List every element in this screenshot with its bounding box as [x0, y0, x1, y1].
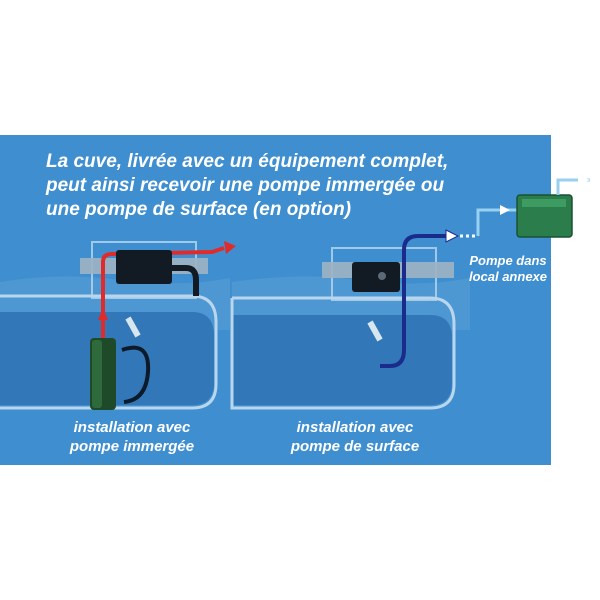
blue-suction-pipe [380, 229, 476, 368]
left-caption: installation avec pompe immergée [62, 418, 202, 456]
right-caption-line-1: installation avec [296, 419, 414, 436]
right-tank-outline [230, 296, 456, 410]
annex-label-line-1: Pompe dans [469, 253, 547, 268]
headline: La cuve, livrée avec un équipement compl… [46, 150, 486, 222]
left-float-icon [125, 316, 141, 338]
headline-line-2: peut ainsi recevoir une pompe immergée o… [46, 175, 445, 196]
left-caption-line-2: pompe immergée [69, 438, 195, 455]
annex-label-line-2: local annexe [468, 269, 548, 284]
outlet-arrow-icon [578, 175, 590, 185]
headline-line-3: une pompe de surface (en option) [46, 199, 352, 220]
right-control-box-icon [352, 262, 400, 292]
right-tank [230, 247, 470, 410]
red-arrow-icon [224, 241, 236, 254]
left-tank-outline [0, 294, 218, 410]
left-caption-line-1: installation avec [73, 419, 191, 436]
right-caption-line-2: pompe de surface [290, 438, 420, 455]
annex-arrow-icon [500, 205, 510, 215]
immersed-pump-icon [90, 338, 116, 410]
right-caption: installation avec pompe de surface [280, 418, 430, 456]
external-pump-icon [476, 175, 590, 238]
right-tank-water [232, 315, 452, 405]
right-float-icon [367, 320, 383, 342]
annex-label: Pompe dans local annexe [466, 253, 550, 285]
up-arrow-icon [98, 308, 108, 320]
left-hose-icon [121, 345, 151, 404]
red-discharge-pipe [98, 241, 236, 338]
left-control-box-icon [116, 250, 199, 296]
blue-arrow-icon [445, 229, 460, 243]
headline-line-1: La cuve, livrée avec un équipement compl… [46, 151, 449, 172]
